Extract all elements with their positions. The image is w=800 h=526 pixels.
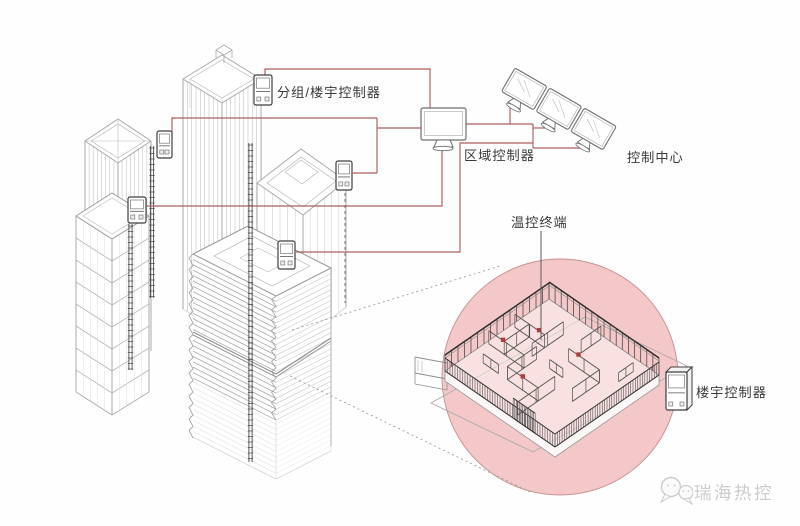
labels: 分组/楼宇控制器 区域控制器 控制中心 温控终端 楼宇控制器: [277, 85, 767, 400]
label-group-building-controller: 分组/楼宇控制器: [277, 85, 381, 100]
group-controller-device-2: [127, 196, 147, 224]
group-controller-device-5: [277, 240, 296, 270]
thermo-terminal-mark: [500, 337, 506, 342]
chat-bubbles-icon: [659, 476, 694, 506]
riser-shaft: [149, 146, 155, 298]
thermo-terminal-mark: [576, 352, 581, 357]
zoom-cone-lines: [289, 265, 531, 493]
watermark: 瑞海热控: [659, 476, 774, 506]
controller-devices: [127, 74, 694, 412]
zone-controller-monitor: [420, 107, 467, 152]
group-controller-device-4: [335, 160, 353, 191]
floor-base-plate: [414, 316, 688, 453]
monitor: [570, 108, 617, 153]
label-control-center: 控制中心: [627, 150, 684, 165]
building-d: [188, 225, 332, 480]
label-zone-controller: 区域控制器: [464, 148, 535, 163]
building-towers: [75, 44, 347, 480]
riser-shaft: [247, 143, 254, 462]
group-controller-device-3: [253, 74, 273, 106]
monitors: [420, 68, 617, 153]
riser-shaft: [127, 224, 134, 370]
building-riser-shafts: [127, 143, 346, 462]
building-controller-device: [664, 365, 694, 412]
thermo-terminal-mark: [536, 327, 542, 333]
label-thermo-terminal: 温控终端: [511, 215, 568, 230]
building-b: [75, 192, 150, 416]
label-building-controller: 楼宇控制器: [696, 385, 767, 400]
group-controller-device-1: [156, 130, 173, 159]
control-center-monitors: [501, 68, 617, 153]
thermo-terminal-mark: [520, 374, 525, 379]
floorplan: [444, 281, 660, 458]
monitor: [536, 88, 582, 133]
monitor: [501, 68, 547, 113]
watermark-text: 瑞海热控: [694, 483, 774, 503]
